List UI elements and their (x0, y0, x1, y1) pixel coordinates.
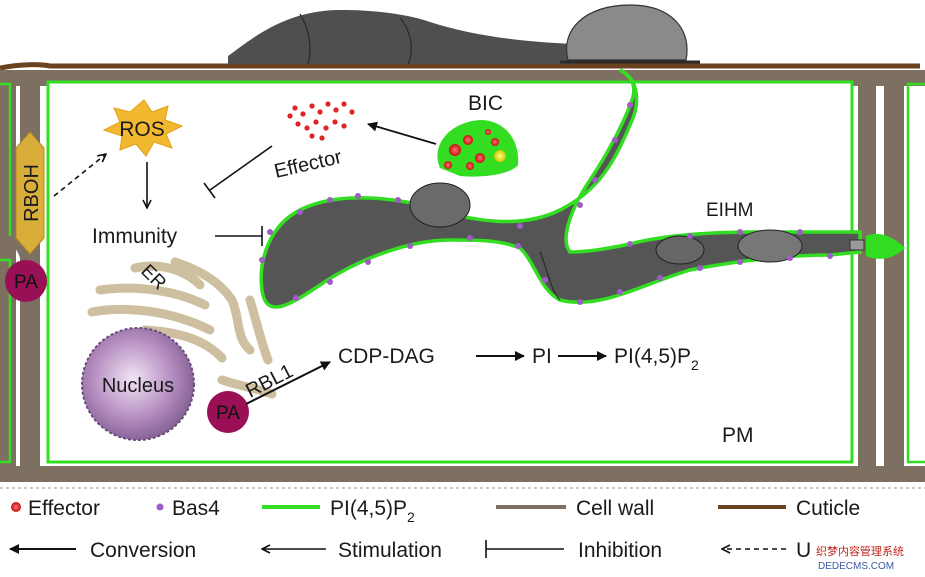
immunity-label: Immunity (92, 225, 178, 248)
inhibition-bar-icon (485, 540, 564, 558)
effector-cluster (287, 101, 355, 141)
nucleus-label: Nucleus (102, 375, 174, 397)
pi-label: PI (532, 345, 552, 368)
cuticle (0, 62, 920, 71)
nucleus (81, 327, 195, 441)
appressorium (228, 4, 700, 65)
pa-label-left: PA (14, 272, 38, 293)
legend-pip2-label: PI(4,5)P2 (330, 497, 415, 525)
eihm-label: EIHM (706, 200, 754, 221)
legend-cell-wall-label: Cell wall (576, 497, 654, 520)
legend-inhibition-label: Inhibition (578, 539, 662, 562)
ros-label: ROS (119, 118, 165, 141)
invasive-hypha (259, 68, 905, 309)
ros-star (102, 99, 184, 157)
legend: Effector Bas4 PI(4,5)P2 Cell wall Cuticl… (9, 497, 860, 562)
bic-to-effector-arrow (367, 121, 437, 145)
pa-label-center: PA (216, 403, 240, 424)
rboh-to-ros-dashed-arrow (53, 154, 106, 197)
watermark: 织梦内容管理系统 DEDECMS.COM (816, 544, 904, 572)
pm-label: PM (722, 424, 754, 447)
rboh-protein (15, 131, 45, 255)
legend-cuticle-label: Cuticle (796, 497, 860, 520)
legend-bas4-label: Bas4 (172, 497, 220, 520)
legend-stimulation-label: Stimulation (338, 539, 442, 562)
cdp-dag-label: CDP-DAG (338, 345, 435, 368)
bic-label: BIC (468, 92, 503, 115)
legend-effector-label: Effector (28, 497, 100, 520)
watermark-text-en: DEDECMS.COM (818, 561, 894, 572)
bic (437, 120, 519, 177)
effector-dot-icon (11, 502, 21, 512)
legend-conversion-label: Conversion (90, 539, 196, 562)
effector-inhibits-ros (203, 145, 273, 199)
bas4-dots (259, 102, 833, 305)
pip2-label: PI(4,5)P2 (614, 345, 699, 373)
legend-dashed-label: U (796, 539, 811, 562)
pa-circle-center (207, 391, 249, 433)
left-cell-membrane (0, 82, 12, 464)
immunity-inhibits-hypha (215, 226, 263, 246)
plasma-membrane (46, 80, 854, 464)
right-cell-membrane (906, 82, 925, 464)
rboh-label: RBOH (21, 164, 43, 222)
bas4-dot-icon (156, 503, 164, 511)
watermark-text-cn: 织梦内容管理系统 (816, 544, 904, 558)
rbl1-arrow (245, 361, 331, 405)
pa-circle-left (5, 260, 47, 302)
